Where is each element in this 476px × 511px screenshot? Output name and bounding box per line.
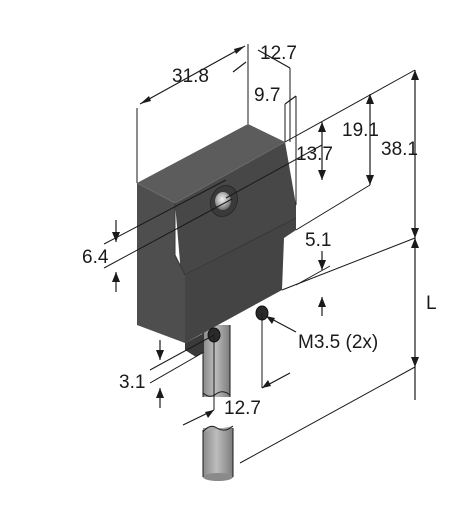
label-thread-note: M3.5 (2x): [298, 332, 378, 353]
label-height-overall: 38.1: [381, 139, 418, 160]
label-width-step: 9.7: [254, 85, 280, 106]
dimension-lines: [103, 44, 419, 464]
body-lower-side-face: [180, 218, 296, 343]
label-cable-length: L: [426, 293, 437, 314]
label-height-step: 13.7: [296, 144, 333, 165]
label-step-height: 5.1: [305, 230, 331, 251]
label-width-overall: 12.7: [260, 43, 297, 64]
label-height-upper: 19.1: [342, 120, 379, 141]
body-top-face: [137, 124, 285, 203]
label-hole-spacing: 12.7: [224, 398, 261, 419]
dimension-labels: 31.8 12.7 9.7 38.1 19.1 13.7 6.4 5.1 L M…: [82, 43, 437, 419]
label-width-top: 31.8: [172, 66, 209, 87]
cable-lower: [202, 425, 234, 481]
body-front-face: [137, 183, 185, 343]
label-lens-offset: 6.4: [82, 247, 109, 268]
sensor-body: [136, 124, 297, 357]
label-hole-offset: 3.1: [119, 372, 145, 393]
body-notch: [185, 333, 204, 357]
